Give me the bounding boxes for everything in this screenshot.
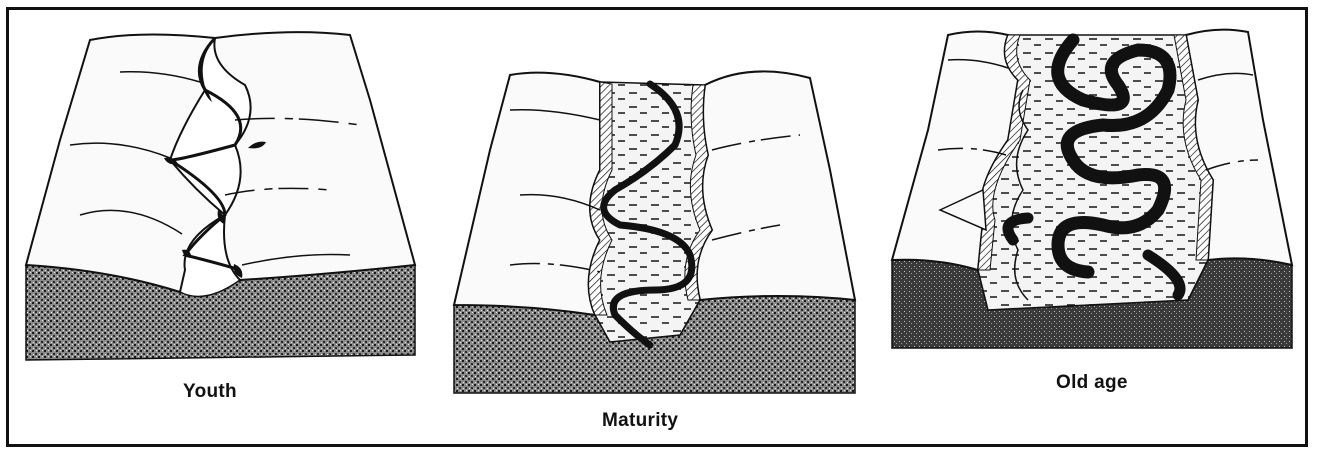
old-age-panel: [888, 20, 1296, 355]
maturity-caption: Maturity: [602, 410, 678, 432]
maturity-panel: [450, 60, 860, 395]
youth-caption: Youth: [183, 381, 237, 403]
youth-panel: [20, 20, 420, 365]
youth-valley-illustration: [20, 20, 420, 365]
old-age-valley-illustration: [888, 20, 1296, 355]
old-age-caption: Old age: [1056, 372, 1128, 394]
maturity-valley-illustration: [450, 60, 860, 395]
